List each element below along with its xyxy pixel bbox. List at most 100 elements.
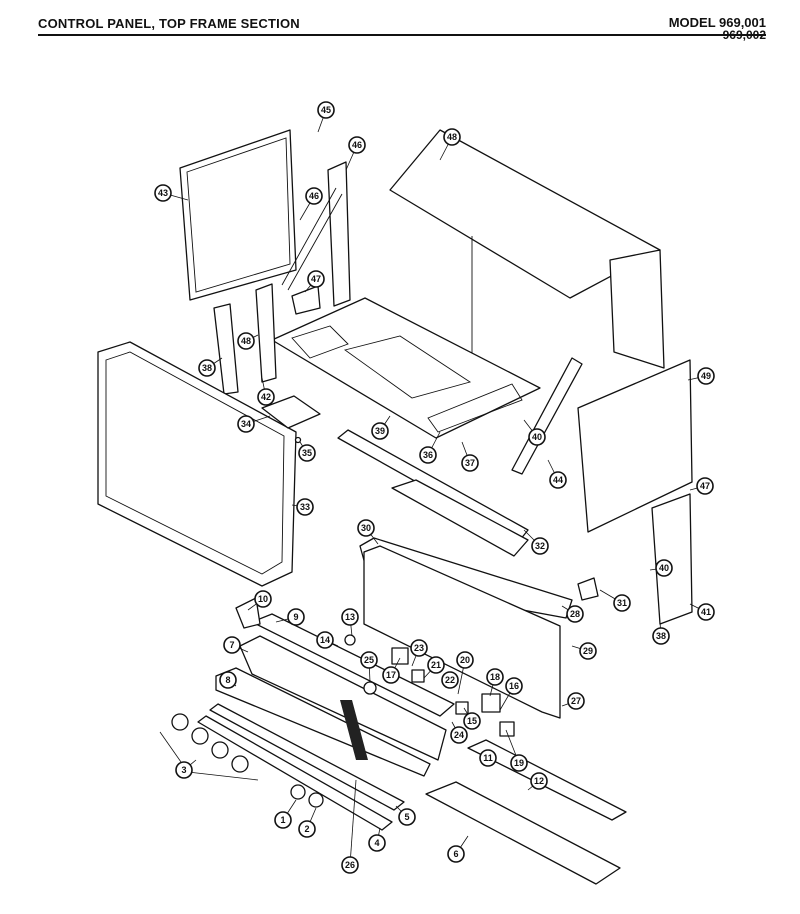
part-side-panel-left-inner bbox=[186, 137, 291, 293]
svg-text:20: 20 bbox=[460, 655, 470, 665]
leader-26 bbox=[349, 779, 357, 866]
svg-text:37: 37 bbox=[465, 458, 475, 468]
svg-text:8: 8 bbox=[225, 675, 230, 685]
callout-4: 4 bbox=[368, 834, 386, 852]
part-gasket bbox=[261, 395, 321, 429]
callout-40: 40 bbox=[528, 428, 546, 446]
callout-48: 48 bbox=[237, 332, 255, 350]
part-corner-bracket bbox=[651, 493, 693, 625]
callout-31: 31 bbox=[613, 594, 631, 612]
svg-text:18: 18 bbox=[490, 672, 500, 682]
callout-14: 14 bbox=[316, 631, 334, 649]
callout-42: 42 bbox=[257, 388, 275, 406]
callout-12: 12 bbox=[530, 772, 548, 790]
part-glass-panel bbox=[391, 479, 529, 557]
part-bar-left bbox=[213, 303, 239, 395]
part-spring-13 bbox=[344, 634, 356, 646]
part-vertical-post bbox=[327, 161, 351, 307]
svg-text:36: 36 bbox=[423, 450, 433, 460]
part-side-panel-right bbox=[577, 359, 693, 533]
callout-8: 8 bbox=[219, 671, 237, 689]
callout-48: 48 bbox=[443, 128, 461, 146]
knob-3b bbox=[191, 727, 209, 745]
svg-text:22: 22 bbox=[445, 675, 455, 685]
svg-text:3: 3 bbox=[181, 765, 186, 775]
callout-5: 5 bbox=[398, 808, 416, 826]
svg-text:38: 38 bbox=[656, 631, 666, 641]
svg-text:40: 40 bbox=[659, 563, 669, 573]
svg-text:24: 24 bbox=[454, 730, 464, 740]
svg-text:43: 43 bbox=[158, 188, 168, 198]
callout-7: 7 bbox=[223, 636, 241, 654]
svg-text:1: 1 bbox=[280, 815, 285, 825]
svg-text:42: 42 bbox=[261, 392, 271, 402]
svg-text:25: 25 bbox=[364, 655, 374, 665]
header: CONTROL PANEL, TOP FRAME SECTION MODEL 9… bbox=[38, 12, 766, 46]
callout-46: 46 bbox=[305, 187, 323, 205]
callout-34: 34 bbox=[237, 415, 255, 433]
part-connector-31 bbox=[577, 577, 599, 601]
callout-41: 41 bbox=[697, 603, 715, 621]
parts-layer bbox=[97, 129, 693, 885]
knob-group bbox=[159, 713, 259, 781]
callout-20: 20 bbox=[456, 651, 474, 669]
svg-text:16: 16 bbox=[509, 681, 519, 691]
knob-3d bbox=[231, 755, 249, 773]
svg-text:29: 29 bbox=[583, 646, 593, 656]
part-rear-frame-right bbox=[609, 249, 665, 369]
callout-24: 24 bbox=[450, 726, 468, 744]
svg-text:46: 46 bbox=[309, 191, 319, 201]
part-control-panel bbox=[239, 635, 447, 761]
part-component-15 bbox=[455, 701, 469, 715]
callout-49: 49 bbox=[697, 367, 715, 385]
svg-text:40: 40 bbox=[532, 432, 542, 442]
svg-text:19: 19 bbox=[514, 758, 524, 768]
svg-text:4: 4 bbox=[374, 838, 379, 848]
part-screw-35 bbox=[294, 436, 302, 444]
part-bracket bbox=[291, 285, 321, 315]
svg-text:17: 17 bbox=[386, 670, 396, 680]
part-component-23 bbox=[411, 669, 425, 683]
knob-2 bbox=[308, 792, 324, 808]
svg-text:34: 34 bbox=[241, 419, 251, 429]
svg-text:27: 27 bbox=[571, 696, 581, 706]
part-diagonal-brace bbox=[511, 357, 583, 475]
svg-text:48: 48 bbox=[447, 132, 457, 142]
part-bracket-42 bbox=[255, 283, 277, 383]
callout-10: 10 bbox=[254, 590, 272, 608]
part-side-panel-left bbox=[179, 129, 297, 301]
callout-13: 13 bbox=[341, 608, 359, 626]
callout-30: 30 bbox=[357, 519, 375, 537]
callout-3: 3 bbox=[175, 761, 193, 779]
callout-46: 46 bbox=[348, 136, 366, 154]
callout-23: 23 bbox=[410, 639, 428, 657]
part-base-tray-cutout bbox=[343, 335, 472, 399]
callout-38: 38 bbox=[652, 627, 670, 645]
callout-35: 35 bbox=[298, 444, 316, 462]
part-base-tray-strip bbox=[427, 383, 523, 433]
svg-text:7: 7 bbox=[229, 640, 234, 650]
part-base-tray bbox=[271, 297, 541, 439]
callout-6: 6 bbox=[447, 845, 465, 863]
knob-3a bbox=[171, 713, 189, 731]
svg-text:6: 6 bbox=[453, 849, 458, 859]
callout-9: 9 bbox=[287, 608, 305, 626]
svg-text:31: 31 bbox=[617, 598, 627, 608]
svg-text:45: 45 bbox=[321, 105, 331, 115]
callout-40: 40 bbox=[655, 559, 673, 577]
callout-33: 33 bbox=[296, 498, 314, 516]
callout-43: 43 bbox=[154, 184, 172, 202]
callout-18: 18 bbox=[486, 668, 504, 686]
callout-47: 47 bbox=[307, 270, 325, 288]
knob-1 bbox=[290, 784, 306, 800]
part-control-backplate bbox=[363, 545, 561, 719]
callout-47: 47 bbox=[696, 477, 714, 495]
callout-39: 39 bbox=[371, 422, 389, 440]
callout-25: 25 bbox=[360, 651, 378, 669]
part-component-17 bbox=[391, 647, 409, 665]
part-component-25 bbox=[363, 681, 377, 695]
page-title: CONTROL PANEL, TOP FRAME SECTION bbox=[38, 16, 300, 31]
part-lower-rail bbox=[425, 781, 621, 885]
svg-text:33: 33 bbox=[300, 502, 310, 512]
svg-text:41: 41 bbox=[701, 607, 711, 617]
